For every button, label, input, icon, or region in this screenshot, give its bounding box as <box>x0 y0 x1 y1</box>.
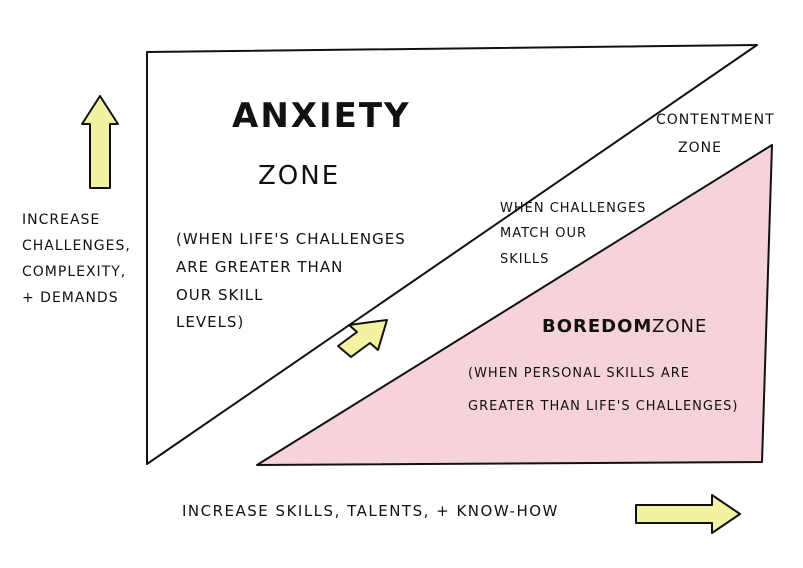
y-axis-label-line: INCREASE <box>22 212 101 228</box>
anxiety-zone-label: ZONE <box>258 161 341 191</box>
anxiety-desc-line: ARE GREATER THAN <box>176 257 344 276</box>
anxiety-zone-triangle <box>146 44 758 465</box>
boredom-zone-triangle <box>256 144 773 466</box>
contentment-zone-description: WHEN CHALLENGES MATCH OUR SKILLS <box>500 196 646 272</box>
anxiety-desc-line: OUR SKILL <box>176 285 264 304</box>
anxiety-zone-description: (WHEN LIFE'S CHALLENGES ARE GREATER THAN… <box>176 226 406 337</box>
y-axis-label: INCREASE CHALLENGES, COMPLEXITY, + DEMAN… <box>22 208 131 312</box>
right-arrow-icon <box>635 494 741 534</box>
contentment-zone-title: CONTENTMENT <box>656 112 775 128</box>
up-arrow-icon <box>81 95 119 189</box>
contentment-desc-line: WHEN CHALLENGES <box>500 201 647 216</box>
y-axis-label-line: CHALLENGES, <box>22 237 131 254</box>
boredom-desc-line: GREATER THAN LIFE'S CHALLENGES) <box>468 398 739 414</box>
anxiety-desc-line: LEVELS) <box>176 313 245 332</box>
contentment-zone-label: ZONE <box>678 140 722 156</box>
contentment-desc-line: SKILLS <box>500 251 550 267</box>
anxiety-zone-title: ANXIETY <box>232 96 411 136</box>
boredom-zone-title: BOREDOM <box>542 316 653 337</box>
y-axis-label-line: + DEMANDS <box>22 289 119 306</box>
anxiety-desc-line: (WHEN LIFE'S CHALLENGES <box>176 230 406 248</box>
diagonal-arrow-icon <box>337 319 388 358</box>
x-axis-label: INCREASE SKILLS, TALENTS, + KNOW-HOW <box>182 502 559 520</box>
boredom-desc-line: (WHEN PERSONAL SKILLS ARE <box>468 366 690 381</box>
boredom-zone-description: (WHEN PERSONAL SKILLS ARE GREATER THAN L… <box>468 358 739 423</box>
y-axis-label-line: COMPLEXITY, <box>22 263 127 280</box>
contentment-desc-line: MATCH OUR <box>500 226 588 242</box>
boredom-zone-label: ZONE <box>652 316 708 337</box>
